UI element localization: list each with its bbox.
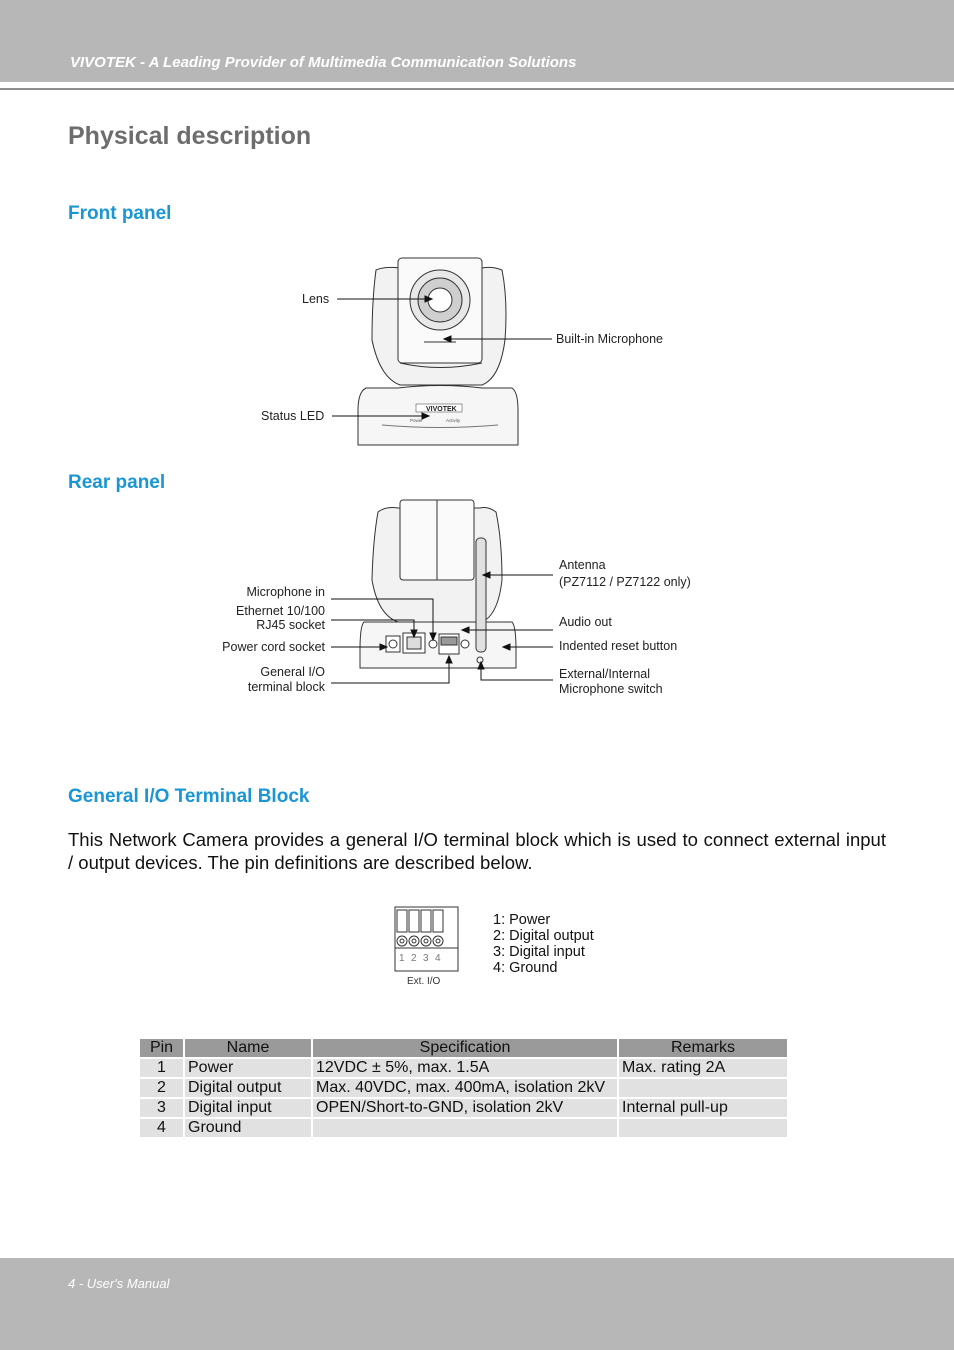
label-status-led: Status LED: [261, 409, 325, 423]
label-ethernet-1: Ethernet 10/100: [236, 604, 325, 618]
device-power-text: Power: [410, 418, 423, 423]
label-antenna-1: Antenna: [559, 558, 606, 572]
header-divider: [0, 88, 954, 90]
table-row: 1 Power 12VDC ± 5%, max. 1.5A Max. ratin…: [140, 1059, 787, 1077]
cell-spec: OPEN/Short-to-GND, isolation 2kV: [313, 1099, 617, 1117]
front-panel-heading: Front panel: [68, 203, 172, 224]
connector-pin-3: 3: [423, 953, 429, 964]
label-power-socket: Power cord socket: [222, 640, 325, 654]
col-header-name: Name: [185, 1039, 311, 1057]
pin-list-item: 2: Digital output: [493, 928, 594, 944]
cell-pin: 4: [140, 1119, 183, 1137]
connector-pin-1: 1: [399, 953, 405, 964]
cell-remarks: [619, 1079, 787, 1097]
col-header-remarks: Remarks: [619, 1039, 787, 1057]
table-row: 3 Digital input OPEN/Short-to-GND, isola…: [140, 1099, 787, 1117]
rear-camera-illustration: [359, 499, 517, 669]
gio-paragraph: This Network Camera provides a general I…: [68, 829, 886, 873]
page-footer: [0, 1258, 954, 1350]
gio-heading: General I/O Terminal Block: [68, 786, 310, 807]
device-brand: VIVOTEK: [426, 406, 457, 413]
page-title: Physical description: [68, 122, 312, 150]
cell-remarks: Internal pull-up: [619, 1099, 787, 1117]
label-ext-int-1: External/Internal: [559, 667, 651, 681]
label-lens: Lens: [302, 292, 330, 306]
cell-spec: 12VDC ± 5%, max. 1.5A: [313, 1059, 617, 1077]
pin-spec-table: Pin Name Specification Remarks 1 Power 1…: [138, 1037, 789, 1139]
page-header: VIVOTEK - A Leading Provider of Multimed…: [0, 0, 954, 82]
cell-pin: 1: [140, 1059, 183, 1077]
cell-pin: 2: [140, 1079, 183, 1097]
label-gio-1: General I/O: [260, 665, 325, 679]
label-builtin-mic: Built-in Microphone: [556, 332, 663, 346]
terminal-block-illustration: [394, 906, 459, 972]
table-row: 2 Digital output Max. 40VDC, max. 400mA,…: [140, 1079, 787, 1097]
label-audio-out: Audio out: [559, 615, 612, 629]
footer-page-number: 4 - User's Manual: [68, 1276, 170, 1291]
front-camera-illustration: [357, 257, 519, 446]
label-reset: Indented reset button: [559, 639, 678, 653]
cell-spec: Max. 40VDC, max. 400mA, isolation 2kV: [313, 1079, 617, 1097]
device-activity-text: Activity: [446, 418, 461, 423]
table-header-row: Pin Name Specification Remarks: [140, 1039, 787, 1057]
label-antenna-2: (PZ7112 / PZ7122 only): [559, 575, 691, 589]
col-header-pin: Pin: [140, 1039, 183, 1057]
col-header-spec: Specification: [313, 1039, 617, 1057]
connector-pin-4: 4: [435, 953, 441, 964]
pin-list: 1: Power 2: Digital output 3: Digital in…: [493, 912, 594, 976]
header-title: VIVOTEK - A Leading Provider of Multimed…: [70, 54, 577, 71]
rear-panel-heading: Rear panel: [68, 472, 166, 493]
cell-name: Digital output: [185, 1079, 311, 1097]
label-ethernet-2: RJ45 socket: [256, 618, 325, 632]
cell-name: Ground: [185, 1119, 311, 1137]
label-ext-int-2: Microphone switch: [559, 682, 663, 696]
pin-list-item: 1: Power: [493, 912, 551, 928]
cell-spec: [313, 1119, 617, 1137]
label-gio-2: terminal block: [247, 680, 325, 694]
cell-name: Digital input: [185, 1099, 311, 1117]
connector-pin-2: 2: [411, 953, 417, 964]
label-mic-in: Microphone in: [246, 585, 325, 599]
table-row: 4 Ground: [140, 1119, 787, 1137]
cell-name: Power: [185, 1059, 311, 1077]
cell-remarks: Max. rating 2A: [619, 1059, 787, 1077]
pin-list-item: 4: Ground: [493, 960, 558, 976]
connector-label: Ext. I/O: [407, 976, 441, 987]
cell-remarks: [619, 1119, 787, 1137]
cell-pin: 3: [140, 1099, 183, 1117]
pin-list-item: 3: Digital input: [493, 944, 585, 960]
